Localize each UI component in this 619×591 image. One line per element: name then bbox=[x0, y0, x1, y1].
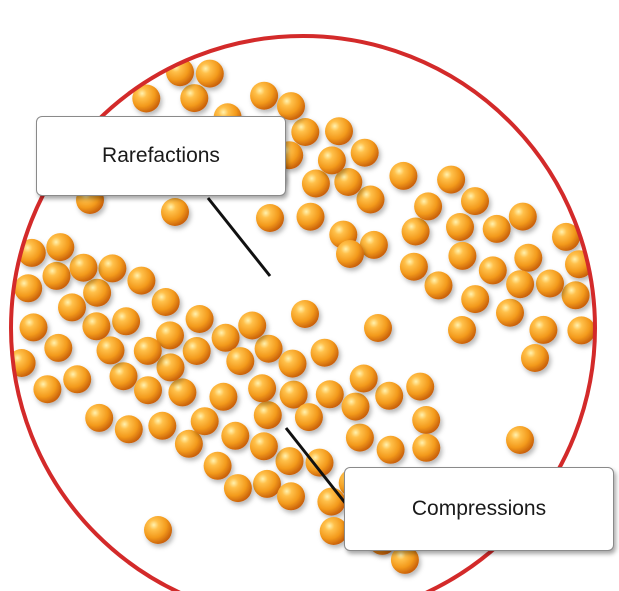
particle-icon bbox=[85, 404, 113, 432]
particle-icon bbox=[144, 516, 172, 544]
particle-icon bbox=[318, 146, 346, 174]
particle-icon bbox=[400, 253, 428, 281]
particle-icon bbox=[254, 401, 282, 429]
particle-icon bbox=[168, 378, 196, 406]
particle-icon bbox=[506, 270, 534, 298]
particle-icon bbox=[180, 84, 208, 112]
particle-icon bbox=[134, 376, 162, 404]
particle-icon bbox=[316, 380, 344, 408]
particle-icon bbox=[461, 187, 489, 215]
particle-icon bbox=[255, 335, 283, 363]
particle-icon bbox=[325, 117, 353, 145]
particle-icon bbox=[351, 139, 379, 167]
particle-icon bbox=[389, 162, 417, 190]
particle-icon bbox=[82, 312, 110, 340]
particle-icon bbox=[175, 430, 203, 458]
particle-icon bbox=[43, 262, 71, 290]
particle-icon bbox=[186, 305, 214, 333]
particle-icon bbox=[250, 82, 278, 110]
particle-icon bbox=[509, 203, 537, 231]
particle-icon bbox=[311, 339, 339, 367]
particle-icon bbox=[406, 373, 434, 401]
particle-icon bbox=[97, 336, 125, 364]
particle-icon bbox=[63, 365, 91, 393]
particle-icon bbox=[446, 213, 474, 241]
particle-icon bbox=[496, 299, 524, 327]
particle-icon bbox=[253, 470, 281, 498]
particle-icon bbox=[364, 314, 392, 342]
particle-icon bbox=[58, 293, 86, 321]
particle-icon bbox=[224, 474, 252, 502]
particle-icon bbox=[302, 170, 330, 198]
particle-icon bbox=[196, 60, 224, 88]
particle-icon bbox=[212, 324, 240, 352]
particle-icon bbox=[414, 192, 442, 220]
particle-icon bbox=[448, 242, 476, 270]
particle-icon bbox=[291, 300, 319, 328]
particle-icon bbox=[357, 186, 385, 214]
rarefactions-label: Rarefactions bbox=[36, 116, 286, 196]
particle-icon bbox=[191, 407, 219, 435]
particle-icon bbox=[44, 334, 72, 362]
particle-icon bbox=[412, 434, 440, 462]
compressions-label: Compressions bbox=[344, 467, 614, 551]
particle-icon bbox=[377, 436, 405, 464]
particle-icon bbox=[402, 218, 430, 246]
particle-icon bbox=[134, 337, 162, 365]
particle-icon bbox=[412, 406, 440, 434]
particle-icon bbox=[295, 403, 323, 431]
particle-icon bbox=[250, 432, 278, 460]
particle-icon bbox=[437, 166, 465, 194]
particle-icon bbox=[70, 254, 98, 282]
particle-icon bbox=[514, 244, 542, 272]
particle-icon bbox=[297, 203, 325, 231]
particle-icon bbox=[521, 344, 549, 372]
particle-icon bbox=[506, 426, 534, 454]
particle-icon bbox=[483, 215, 511, 243]
particle-icon bbox=[461, 285, 489, 313]
particle-icon bbox=[112, 307, 140, 335]
particle-icon bbox=[342, 393, 370, 421]
particle-icon bbox=[152, 288, 180, 316]
particle-icon bbox=[317, 488, 345, 516]
particle-icon bbox=[336, 240, 364, 268]
particle-icon bbox=[375, 382, 403, 410]
particle-icon bbox=[279, 350, 307, 378]
particle-icon bbox=[360, 231, 388, 259]
particle-icon bbox=[148, 412, 176, 440]
particle-icon bbox=[529, 316, 557, 344]
particle-icon bbox=[83, 279, 111, 307]
particle-icon bbox=[20, 313, 48, 341]
particle-icon bbox=[276, 447, 304, 475]
particle-icon bbox=[115, 415, 143, 443]
particle-icon bbox=[46, 233, 74, 261]
particle-icon bbox=[226, 347, 254, 375]
particle-icon bbox=[161, 198, 189, 226]
particle-icon bbox=[256, 204, 284, 232]
particle-icon bbox=[567, 316, 595, 344]
particle-icon bbox=[14, 274, 42, 302]
particle-icon bbox=[536, 270, 564, 298]
particle-icon bbox=[479, 256, 507, 284]
particle-icon bbox=[238, 312, 266, 340]
particle-icon bbox=[183, 337, 211, 365]
particle-icon bbox=[221, 422, 249, 450]
particle-icon bbox=[448, 316, 476, 344]
particle-icon bbox=[277, 482, 305, 510]
particle-icon bbox=[209, 383, 237, 411]
particle-icon bbox=[350, 365, 378, 393]
particle-icon bbox=[291, 118, 319, 146]
particle-icon bbox=[127, 267, 155, 295]
particle-icon bbox=[346, 424, 374, 452]
particle-icon bbox=[425, 271, 453, 299]
particle-icon bbox=[204, 452, 232, 480]
particle-icon bbox=[157, 353, 185, 381]
particle-icon bbox=[98, 254, 126, 282]
particle-icon bbox=[562, 281, 590, 309]
particle-icon bbox=[248, 374, 276, 402]
particle-icon bbox=[33, 375, 61, 403]
particle-icon bbox=[110, 362, 138, 390]
